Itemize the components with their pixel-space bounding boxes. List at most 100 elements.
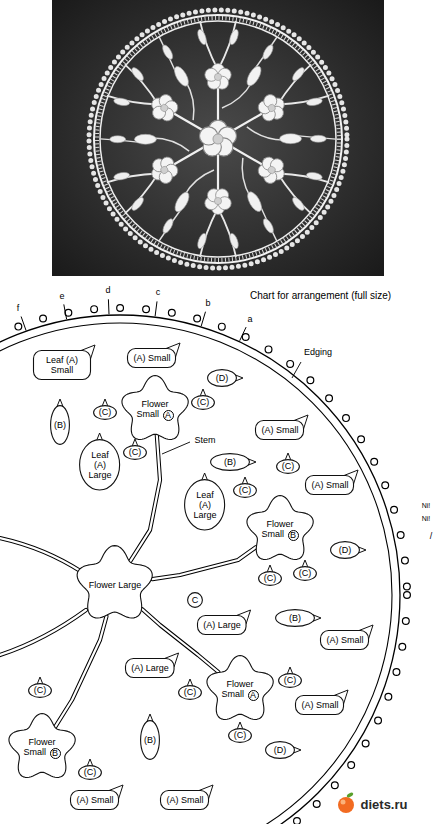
node-text: (B) — [224, 457, 236, 467]
stem-connector — [55, 616, 106, 727]
flower-small: Flower Small A — [205, 655, 275, 725]
leaf-c: (C) — [293, 566, 317, 581]
leaf-b: (B) — [140, 720, 160, 760]
section-ticks — [21, 299, 246, 340]
circled-letter: B — [288, 530, 299, 541]
node-label: Flower Small — [261, 519, 293, 539]
node-label: (A) Large — [203, 620, 241, 630]
watermark-icon — [338, 792, 354, 813]
node-text: Flower Small A — [219, 679, 261, 700]
node-label: (B) — [54, 420, 66, 430]
leaf-small: (A) Small — [127, 348, 176, 368]
node-text: (A) Small — [261, 425, 298, 435]
node-label: (A) Small — [311, 480, 348, 490]
node-text: (A) Small — [311, 480, 348, 490]
margin-note: Ni! — [422, 502, 431, 509]
node-text: (A) Large — [131, 663, 169, 673]
leaf-small: (A) Large — [197, 615, 247, 635]
side-stems — [0, 538, 86, 655]
node-text: (A) Large — [203, 620, 241, 630]
leaf-small: (A) Large — [125, 658, 175, 678]
node-label: (C) — [129, 447, 142, 457]
leaf-b: (B) — [50, 405, 70, 445]
stem-outline — [55, 616, 106, 727]
node-text: (B) — [289, 613, 301, 623]
edging-label: Edging — [304, 348, 332, 357]
node-text: (C) — [264, 573, 277, 583]
node-label: (C) — [34, 685, 47, 695]
doily-rim — [0, 308, 407, 824]
node-label: (B) — [224, 457, 236, 467]
node-text: (C) — [282, 461, 295, 471]
node-label: Flower Large — [89, 580, 142, 590]
flower-small: Flower Small B — [245, 495, 315, 565]
node-label: (C) — [99, 407, 112, 417]
node-label: (A) Small — [166, 795, 203, 805]
leaf-c: (C) — [178, 685, 202, 700]
node-label: (C) — [84, 767, 97, 777]
node-label: (C) — [184, 687, 197, 697]
section-letter: f — [17, 304, 20, 313]
node-text: Flower Small B — [21, 737, 63, 758]
node-label: Leaf (A) Large — [88, 450, 111, 480]
doily — [86, 10, 349, 268]
watermark: diets.ru — [361, 798, 408, 811]
chart-title: Chart for arrangement (full size) — [250, 291, 391, 301]
flower-small: Flower Small B — [7, 713, 77, 783]
node-text: (C) — [184, 687, 197, 697]
node-text: (A) Small — [76, 795, 113, 805]
node-text: Leaf (A) Large — [191, 490, 219, 520]
node-label: (C) — [197, 397, 210, 407]
leaf-c: (C) — [278, 673, 302, 688]
node-text: (A) Small — [301, 700, 338, 710]
leaf-c: (C) — [123, 445, 147, 460]
node-text: (A) Small — [133, 353, 170, 363]
node-text: (C) — [284, 675, 297, 685]
node-label: (D) — [339, 545, 352, 555]
doily-photo — [0, 0, 444, 280]
node-label: (D) — [216, 373, 229, 383]
flower-small: Flower Small A — [120, 375, 190, 445]
node-text: Leaf (A) Small — [39, 355, 85, 375]
leaf-c: (C) — [228, 728, 252, 743]
node-text: (C) — [197, 397, 210, 407]
leaf-c: (C) — [191, 395, 215, 410]
section-letter: e — [59, 292, 64, 301]
node-text: (C) — [34, 685, 47, 695]
leaf-small: (A) Small — [320, 630, 369, 650]
leaf-c: (C) — [78, 765, 102, 780]
section-letter: a — [247, 315, 252, 324]
section-letter: c — [156, 288, 161, 297]
node-label: Leaf (A) Small — [46, 355, 78, 375]
node-label: (B) — [144, 735, 156, 745]
node-label: (A) Small — [326, 635, 363, 645]
node-text: Flower Small A — [134, 399, 176, 420]
leaf-c-circled: C — [187, 592, 203, 608]
node-label: (A) Small — [76, 795, 113, 805]
node-text: (C) — [239, 485, 252, 495]
node-label: (A) Large — [131, 663, 169, 673]
node-label: Leaf (A) Large — [193, 490, 216, 520]
node-text: (D) — [339, 545, 352, 555]
node-text: (A) Small — [166, 795, 203, 805]
leaf-large: Leaf (A) Large — [79, 439, 120, 491]
leaf-small: (A) Small — [255, 420, 304, 440]
node-label: (A) Small — [133, 353, 170, 363]
leaf-c: (C) — [258, 571, 282, 586]
node-label: (D) — [274, 745, 287, 755]
node-text: (C) — [299, 568, 312, 578]
node-label: (C) — [284, 675, 297, 685]
node-text: Leaf (A) Large — [86, 450, 114, 480]
node-text: (C) — [234, 730, 247, 740]
photo-ground — [52, 0, 384, 276]
node-text: (A) Small — [326, 635, 363, 645]
circled-letter: A — [163, 410, 174, 421]
leaf-c: (C) — [233, 483, 257, 498]
node-text: (C) — [99, 407, 112, 417]
node-label: Flower Small — [221, 679, 253, 699]
node-label: (C) — [264, 573, 277, 583]
node-label: (B) — [289, 613, 301, 623]
leaf-small: (A) Small — [160, 790, 209, 810]
leaf-small: (A) Small — [305, 475, 354, 495]
